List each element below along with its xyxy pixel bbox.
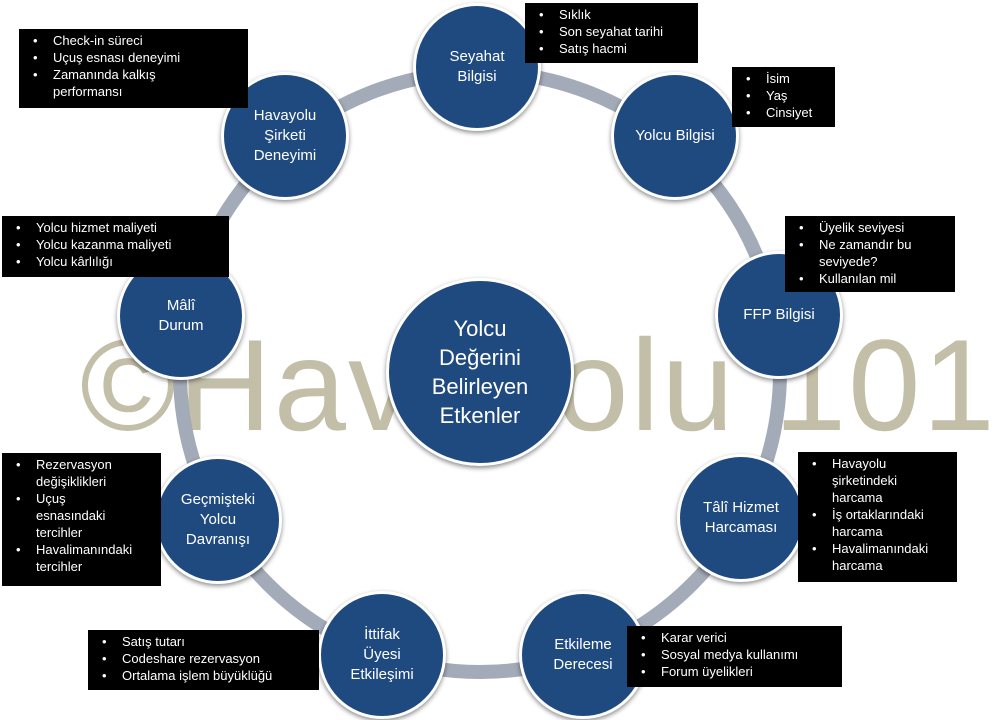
bullet-item: Yolcu kazanma maliyeti [16, 236, 223, 253]
info-box-ffp: Üyelik seviyesiNe zamandır buseviyede?Ku… [785, 216, 955, 292]
info-box-havayolu: Check-in süreciUçuş esnası deneyimiZaman… [19, 29, 248, 108]
bullet-list: Satış tutarıCodeshare rezervasyonOrtalam… [96, 633, 313, 684]
bullet-item: Karar verici [641, 629, 836, 646]
bullet-item: Sosyal medya kullanımı [641, 646, 836, 663]
info-box-tali: Havayoluşirketindekiharcamaİş ortakların… [798, 452, 957, 582]
info-box-yolcu: İsimYaşCinsiyet [732, 67, 835, 127]
diagram-canvas: ©Havayolu 101 YolcuDeğeriniBelirleyenEtk… [0, 0, 960, 720]
bullet-item: Sıklık [539, 6, 692, 23]
bullet-item: Yaş [746, 87, 829, 104]
bullet-item: Üyelik seviyesi [799, 219, 949, 236]
info-box-mali: Yolcu hizmet maliyetiYolcu kazanma maliy… [2, 216, 229, 277]
bullet-list: İsimYaşCinsiyet [740, 70, 829, 121]
bullet-list: Check-in süreciUçuş esnası deneyimiZaman… [27, 32, 242, 100]
info-box-ittifak: Satış tutarıCodeshare rezervasyonOrtalam… [88, 630, 319, 690]
bullet-item: Forum üyelikleri [641, 663, 836, 680]
bullet-item: Yolcu kârlılığı [16, 253, 223, 270]
bullet-item: Uçuş esnası deneyimi [33, 49, 242, 66]
bullet-item: Ortalama işlem büyüklüğü [102, 667, 313, 684]
bullet-item: Yolcu hizmet maliyeti [16, 219, 223, 236]
node-label: FFP Bilgisi [743, 306, 815, 323]
info-box-seyahat: SıklıkSon seyahat tarihiSatış hacmi [525, 3, 698, 63]
bullet-list: Havayoluşirketindekiharcamaİş ortakların… [806, 455, 951, 574]
node-yolcu: Yolcu Bilgisi [611, 72, 739, 200]
bullet-item: Cinsiyet [746, 104, 829, 121]
bullet-item: Son seyahat tarihi [539, 23, 692, 40]
bullet-item: Kullanılan mil [799, 270, 949, 287]
bullet-item: Satış tutarı [102, 633, 313, 650]
bullet-item: Satış hacmi [539, 40, 692, 57]
bullet-list: Karar vericiSosyal medya kullanımıForum … [635, 629, 836, 680]
info-box-etkileme: Karar vericiSosyal medya kullanımıForum … [627, 626, 842, 687]
bullet-item: Codeshare rezervasyon [102, 650, 313, 667]
bullet-list: Yolcu hizmet maliyetiYolcu kazanma maliy… [10, 219, 223, 270]
bullet-item: Check-in süreci [33, 32, 242, 49]
info-box-gecmis: RezervasyondeğişiklikleriUçuşesnasındaki… [2, 453, 161, 586]
bullet-list: SıklıkSon seyahat tarihiSatış hacmi [533, 6, 692, 57]
node-label: Yolcu Bilgisi [635, 127, 715, 144]
bullet-list: RezervasyondeğişiklikleriUçuşesnasındaki… [10, 456, 155, 575]
bullet-list: Üyelik seviyesiNe zamandır buseviyede?Ku… [793, 219, 949, 287]
bullet-item: İsim [746, 70, 829, 87]
